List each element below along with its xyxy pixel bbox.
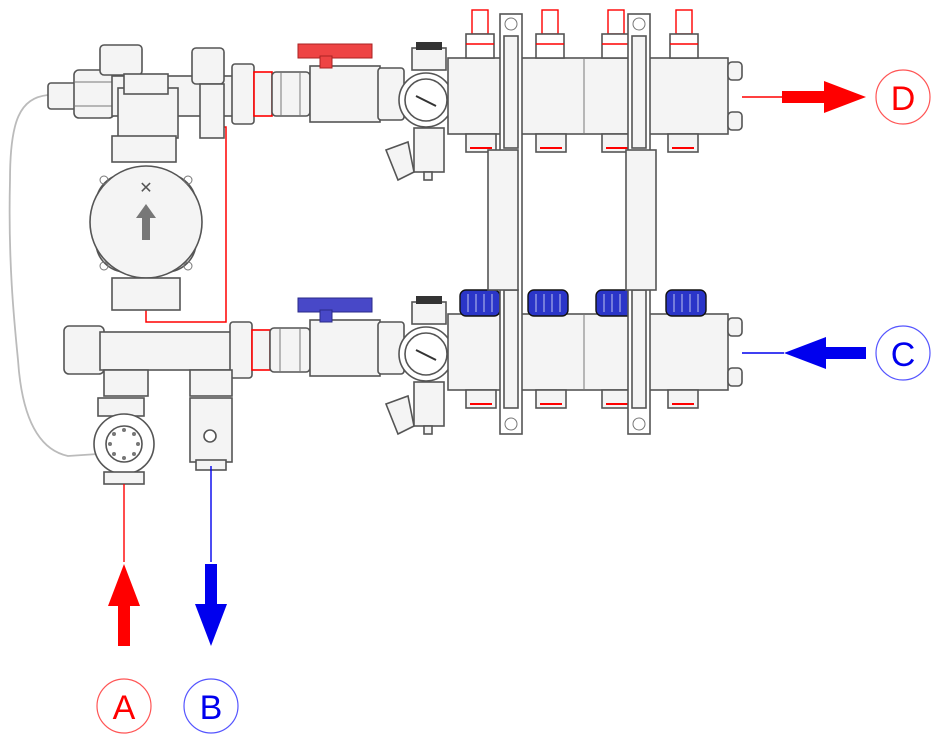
supply-end-vent: [727, 61, 743, 81]
inlet-valves: [93, 397, 233, 485]
flow-meter-3: [601, 9, 631, 59]
supply-drain-tip: [423, 171, 433, 181]
supply-outlet-2: [535, 133, 567, 153]
supply-end-drain: [727, 111, 743, 131]
label-c: C: [891, 336, 916, 374]
supply-vent-cap: [416, 42, 442, 50]
up-arrow-icon: [136, 204, 156, 240]
bleed-valve: [191, 47, 225, 85]
supply-nut-2: [271, 71, 311, 117]
arrow-b-icon: [195, 564, 227, 646]
supply-ball-valve: [309, 65, 381, 123]
return-nut-2: [269, 327, 311, 373]
pump-coupling-top: [111, 135, 177, 163]
return-outlet-1: [465, 389, 497, 409]
bracket-left-upper-slot: [503, 35, 519, 149]
supply-manifold-bar: [447, 57, 729, 135]
supply-nut-1: [231, 63, 255, 125]
sensor-cable: [8, 94, 99, 457]
return-handle-stem: [319, 309, 333, 323]
supply-union-nut: [73, 69, 115, 119]
supply-vent-top: [411, 47, 447, 71]
label-a: A: [113, 689, 136, 727]
mounting-brackets: [487, 13, 657, 435]
return-union-nut: [63, 325, 105, 375]
bracket-right-lower-slot: [631, 289, 647, 409]
return-manifold-bar: [447, 313, 729, 391]
return-drain-body: [413, 381, 445, 427]
supply-handle-stem: [319, 55, 333, 69]
return-end-drain: [727, 367, 743, 387]
return-end-vent: [727, 317, 743, 337]
supply-ball-valve-handle: [297, 43, 373, 59]
thermometer-valve-base: [103, 471, 145, 485]
return-valve-cap-4: [665, 289, 707, 317]
label-b: B: [200, 689, 223, 727]
valve-actuator-cap: [99, 44, 143, 76]
return-valve-cap-1: [459, 289, 501, 317]
supply-drain-cap: [384, 140, 415, 182]
return-ball-valve-handle: [297, 297, 373, 313]
bracket-left-rail: [487, 149, 519, 291]
flow-meter-2: [535, 9, 565, 59]
label-c-circle: [875, 325, 931, 381]
return-tee-body: [99, 331, 241, 371]
thermostatic-top: [123, 73, 169, 95]
pump-coupling-bottom: [111, 277, 181, 311]
return-gasket: [251, 329, 271, 371]
thermometer-valve-neck: [97, 397, 145, 417]
return-outlet-4: [667, 389, 699, 409]
return-nut-1: [229, 321, 253, 379]
arrow-d-icon: [782, 81, 866, 113]
supply-drain-body: [413, 127, 445, 173]
return-drain-tip: [423, 425, 433, 435]
valve-stem: [199, 83, 225, 139]
return-vent-top: [411, 301, 447, 325]
return-ball-valve: [309, 319, 381, 377]
return-leg-left: [103, 369, 149, 397]
bracket-right-upper-slot: [631, 35, 647, 149]
arrow-a-icon: [108, 564, 140, 646]
label-d: D: [891, 80, 916, 118]
thermostatic-head: [117, 87, 179, 139]
return-outlet-2: [535, 389, 567, 409]
flow-meter-1: [465, 9, 495, 59]
pump-logo-icon: ✕: [139, 178, 152, 197]
label-d-circle: [875, 69, 931, 125]
label-a-circle: [96, 678, 152, 734]
return-valve-cap-2: [527, 289, 569, 317]
return-drain-cap: [384, 394, 415, 436]
arrow-c-icon: [784, 337, 866, 369]
flow-meter-4: [669, 9, 699, 59]
supply-line: [47, 9, 743, 182]
circulation-pump: ✕: [89, 165, 203, 311]
bracket-left-lower-slot: [503, 289, 519, 409]
return-leg-right: [189, 369, 233, 397]
supply-gasket: [253, 71, 273, 117]
supply-outlet-4: [667, 133, 699, 153]
return-vent-cap: [416, 296, 442, 304]
label-b-circle: [183, 678, 239, 734]
bracket-right-rail: [625, 149, 657, 291]
